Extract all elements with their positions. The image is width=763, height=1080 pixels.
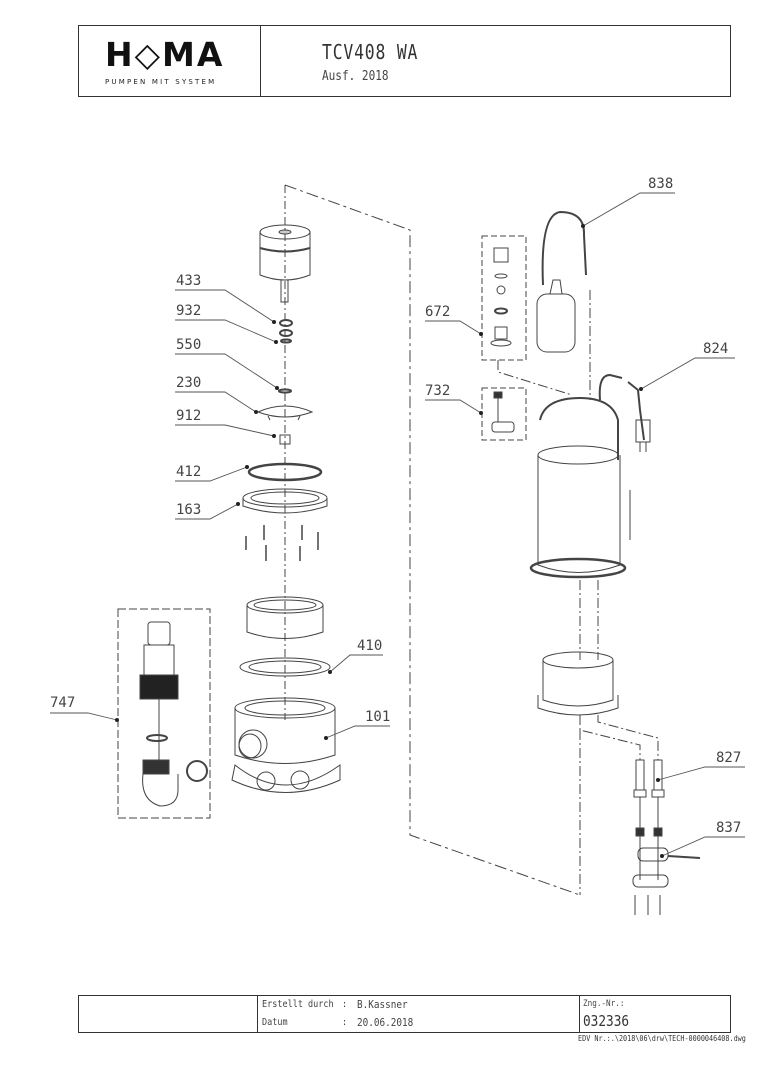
created-by-label: Erstellt durch — [262, 999, 334, 1010]
leader-lines — [50, 192, 745, 857]
motor-base — [537, 651, 619, 716]
part-label-412: 412 — [176, 464, 201, 480]
part-label-230: 230 — [176, 375, 201, 391]
part-163-flange — [242, 488, 328, 514]
part-label-672: 672 — [425, 304, 450, 320]
part-101-housing — [231, 697, 341, 793]
part-932-ring — [279, 329, 293, 337]
part-label-838: 838 — [648, 176, 673, 192]
part-732-vent-parts — [491, 391, 515, 433]
drawing-subtitle: Ausf. 2018 — [322, 69, 389, 84]
motor-housing — [529, 396, 631, 579]
date-value: 20.06.2018 — [357, 1016, 414, 1029]
part-230-impeller — [256, 405, 314, 421]
part-label-550: 550 — [176, 337, 201, 353]
drawing-title: TCV408 WA — [322, 40, 419, 64]
part-label-827: 827 — [716, 750, 741, 766]
edv-file-path: EDV Nr.:.\2018\06\drw\TECH-0000046408.dw… — [578, 1034, 746, 1043]
homa-logo: H◇MA — [105, 35, 225, 74]
part-837-cable-clamp — [632, 797, 701, 915]
date-label: Datum — [262, 1017, 288, 1028]
part-672-group-box — [481, 235, 527, 361]
part-838-float-switch — [536, 210, 587, 353]
part-label-837: 837 — [716, 820, 741, 836]
title-block-header: H◇MA PUMPEN MIT SYSTEM TCV408 WA Ausf. 2… — [78, 25, 731, 97]
part-label-433: 433 — [176, 273, 201, 289]
motor-part — [259, 224, 311, 303]
part-label-824: 824 — [703, 341, 728, 357]
part-550-washer — [278, 388, 292, 394]
title-block-footer: Erstellt durch : B.Kassner Datum : 20.06… — [78, 995, 731, 1033]
part-label-732: 732 — [425, 383, 450, 399]
created-by-sep: : — [342, 999, 348, 1010]
part-433-ring — [279, 319, 293, 327]
part-932-clip — [280, 338, 292, 344]
part-412-oring — [247, 462, 323, 482]
part-label-912: 912 — [176, 408, 201, 424]
part-912-nut — [279, 434, 291, 445]
logo-cell: H◇MA PUMPEN MIT SYSTEM — [79, 26, 261, 96]
part-label-163: 163 — [176, 502, 201, 518]
drawing-number-value: 032336 — [583, 1012, 630, 1030]
part-827-sleeves — [633, 759, 665, 798]
drawing-number-label: Zng.-Nr.: — [583, 999, 625, 1009]
footer-info-cell: Erstellt durch : B.Kassner Datum : 20.06… — [257, 996, 580, 1032]
leader-dots — [115, 224, 664, 858]
part-824-power-cable — [598, 373, 651, 452]
part-label-932: 932 — [176, 303, 201, 319]
date-sep: : — [342, 1017, 348, 1028]
part-672-valve-parts — [490, 247, 512, 347]
logo-tagline: PUMPEN MIT SYSTEM — [105, 78, 217, 86]
part-747-group-box — [117, 608, 211, 819]
footer-blank-cell — [79, 996, 258, 1032]
part-747-hose-adapter — [139, 621, 208, 807]
assembly-path-dashed — [284, 184, 581, 896]
part-label-410: 410 — [357, 638, 382, 654]
created-by-value: B.Kassner — [357, 998, 408, 1011]
screws-163 — [245, 525, 319, 561]
part-label-101: 101 — [365, 709, 390, 725]
part-410-gasket — [239, 657, 331, 677]
part-label-747: 747 — [50, 695, 75, 711]
volute-ring — [246, 596, 324, 639]
